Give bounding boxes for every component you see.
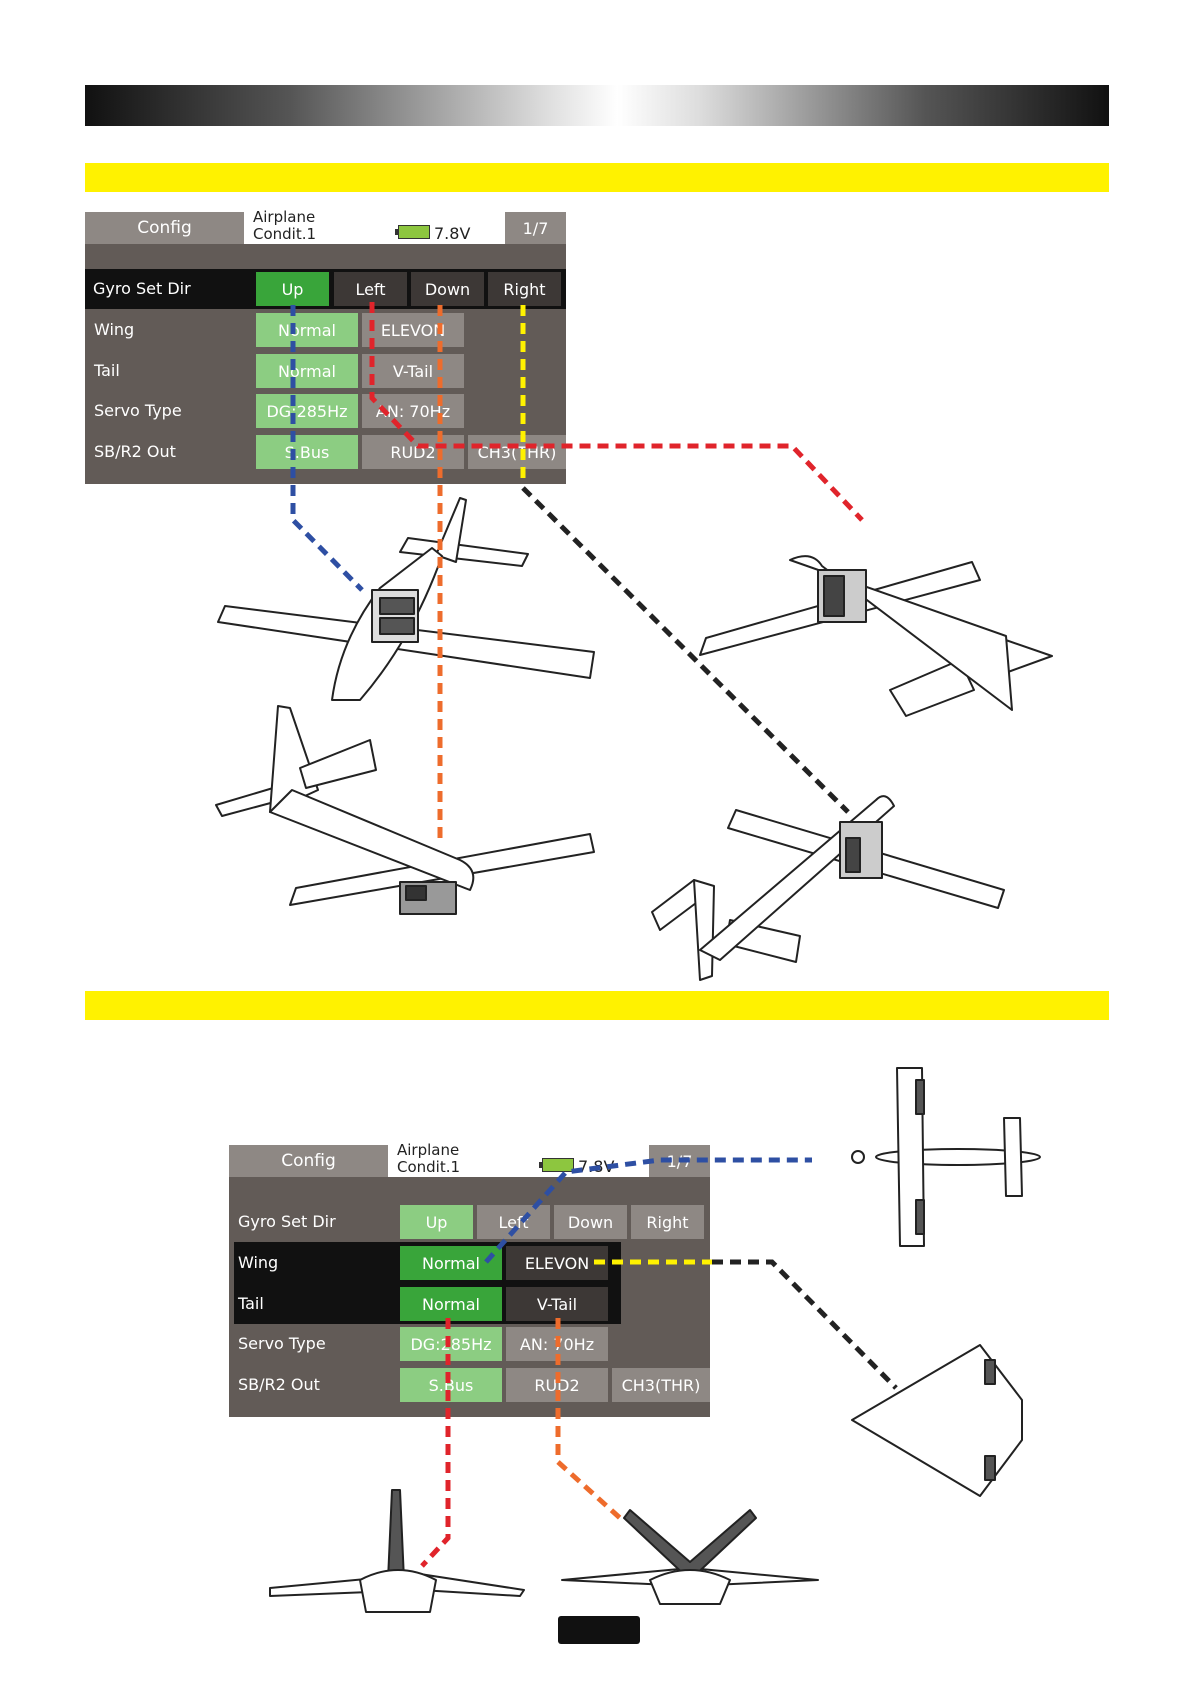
v-tail-illustration	[561, 1509, 819, 1605]
row-label: Gyro Set Dir	[93, 279, 191, 298]
header-gradient-bar	[85, 85, 1109, 126]
connector-left	[521, 486, 850, 814]
row-label: Tail	[238, 1294, 264, 1313]
out-sbus-button[interactable]: S.Bus	[400, 1368, 502, 1402]
wing-elevon-button[interactable]: ELEVON	[362, 313, 464, 347]
servo-digital-button[interactable]: DG:285Hz	[400, 1327, 502, 1361]
airplane-top-view-illustration	[851, 1067, 1041, 1247]
section-bar-gyro-direction	[85, 163, 1109, 192]
gyro-right-button[interactable]: Right	[631, 1205, 704, 1239]
gyro-up-button[interactable]: Up	[400, 1205, 473, 1239]
gyro-down-button[interactable]: Down	[554, 1205, 627, 1239]
config-screen-wing-tail: Config Airplane Condit.1 7.8V 1/7 Gyro S…	[229, 1141, 710, 1417]
gyro-down-button[interactable]: Down	[411, 272, 484, 306]
row-sbr2-out: SB/R2 Out S.Bus RUD2 CH3(THR)	[85, 432, 566, 472]
row-label: SB/R2 Out	[238, 1375, 320, 1394]
page-indicator[interactable]: 1/7	[505, 212, 566, 244]
servo-analog-button[interactable]: AN: 70Hz	[362, 394, 464, 428]
row-label: SB/R2 Out	[94, 442, 176, 461]
gyro-up-button[interactable]: Up	[256, 272, 329, 306]
row-label: Servo Type	[94, 401, 182, 420]
normal-tail-illustration	[269, 1489, 525, 1613]
status-bar: Config Airplane Condit.1 7.8V 1/7	[229, 1141, 710, 1177]
row-label: Servo Type	[238, 1334, 326, 1353]
row-label: Gyro Set Dir	[238, 1212, 336, 1231]
row-tail: Tail Normal V-Tail	[229, 1284, 710, 1324]
row-label: Wing	[94, 320, 135, 339]
model-type: Airplane	[397, 1141, 460, 1159]
tail-normal-button[interactable]: Normal	[400, 1287, 502, 1321]
connector-wing-normal	[484, 1157, 812, 1264]
connector-lines	[290, 302, 898, 1568]
servo-digital-button[interactable]: DG:285Hz	[256, 394, 358, 428]
row-gyro-set-dir: Gyro Set Dir Up Left Down Right	[85, 269, 566, 309]
row-sbr2-out: SB/R2 Out S.Bus RUD2 CH3(THR)	[229, 1365, 710, 1405]
wing-elevon-button[interactable]: ELEVON	[506, 1246, 608, 1280]
gyro-right-button[interactable]: Right	[488, 272, 561, 306]
page-number-box	[558, 1616, 640, 1644]
tail-vtail-button[interactable]: V-Tail	[506, 1287, 608, 1321]
row-wing: Wing Normal ELEVON	[229, 1243, 710, 1283]
section-bar-wing-tail	[85, 991, 1109, 1020]
status-bar: Config Airplane Condit.1 7.8V 1/7	[85, 208, 566, 244]
connector-elevon	[712, 1259, 898, 1390]
row-label: Wing	[238, 1253, 279, 1272]
model-type: Airplane	[253, 208, 316, 226]
airplane-gyro-right-illustration	[699, 555, 1053, 717]
config-tab[interactable]: Config	[229, 1145, 388, 1177]
connector-vtail	[555, 1318, 622, 1520]
battery-voltage: 7.8V	[434, 224, 471, 243]
condition-name: Condit.1	[253, 225, 317, 243]
airplane-gyro-left-illustration	[651, 795, 1005, 981]
connector-up	[290, 305, 364, 592]
airplane-gyro-down-illustration	[215, 705, 595, 915]
connector-tail-normal	[420, 1318, 451, 1568]
gyro-left-button[interactable]: Left	[334, 272, 407, 306]
tail-vtail-button[interactable]: V-Tail	[362, 354, 464, 388]
wing-normal-button[interactable]: Normal	[400, 1246, 502, 1280]
out-sbus-button[interactable]: S.Bus	[256, 435, 358, 469]
airplane-gyro-up-illustration	[217, 497, 595, 701]
out-ch3-button[interactable]: CH3(THR)	[612, 1368, 710, 1402]
config-tab[interactable]: Config	[85, 212, 244, 244]
connector-sbus-out	[369, 302, 864, 522]
row-gyro-set-dir: Gyro Set Dir Up Left Down Right	[229, 1202, 710, 1242]
row-label: Tail	[94, 361, 120, 380]
delta-wing-elevon-illustration	[851, 1344, 1023, 1497]
row-servo-type: Servo Type DG:285Hz AN: 70Hz	[85, 391, 566, 431]
condition-name: Condit.1	[397, 1158, 461, 1176]
config-screen-gyro: Config Airplane Condit.1 7.8V 1/7 Gyro S…	[85, 208, 566, 484]
